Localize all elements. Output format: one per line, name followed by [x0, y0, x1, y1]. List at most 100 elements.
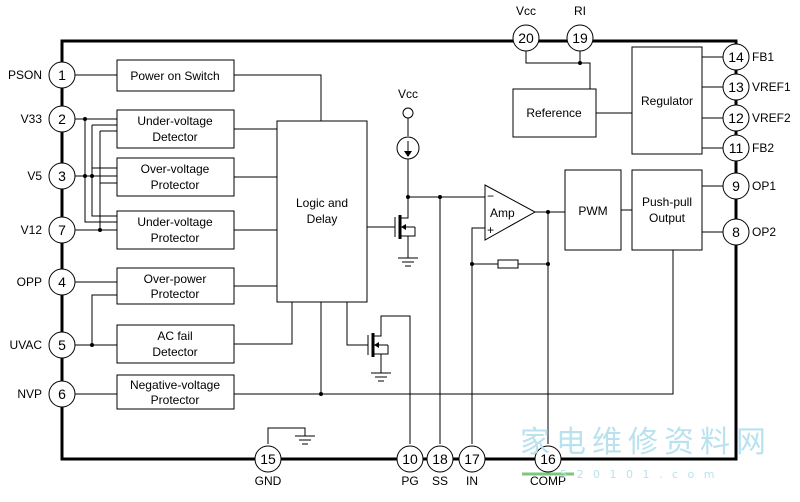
pin-circle: [566, 24, 594, 52]
pin-circle: [48, 380, 76, 408]
pin-number: 6: [58, 386, 66, 402]
negative-voltage-protector-block: Negative-voltage Protector: [116, 374, 235, 410]
pin-9: 9 OP1: [722, 172, 776, 200]
pin-number: 8: [732, 224, 740, 240]
pin-circle: [48, 216, 76, 244]
power-on-switch-label: Power on Switch: [130, 69, 219, 83]
amp-plus-label: +: [487, 223, 494, 237]
amplifier: Amp − +: [484, 184, 537, 241]
nv-protector-label-1: Negative-voltage: [130, 378, 220, 392]
pwm-label: PWM: [578, 204, 607, 218]
pin-circle: [48, 61, 76, 89]
op-protector-label-2: Protector: [151, 287, 200, 301]
pin-circle: [458, 445, 486, 473]
pin-label: OPP: [17, 275, 42, 289]
pin-number: 5: [58, 337, 66, 353]
uv-detector-label-1: Under-voltage: [137, 114, 213, 128]
amp-minus-label: −: [487, 189, 494, 203]
pin-number: 1: [58, 67, 66, 83]
nv-protector-label-2: Protector: [151, 393, 200, 407]
pin-number: 10: [402, 451, 418, 467]
pin-13: 13 VREF1: [722, 73, 791, 101]
pushpull-label-2: Output: [649, 211, 686, 225]
acfail-label-2: Detector: [152, 345, 197, 359]
pushpull-label-1: Push-pull: [642, 195, 692, 209]
pin-number: 17: [464, 451, 480, 467]
pin-label: Vcc: [516, 4, 536, 18]
logic-delay-block: Logic and Delay: [276, 120, 368, 303]
watermark-text: 家电维修资料网: [520, 425, 772, 460]
vcc-terminal: Vcc: [398, 87, 418, 119]
pin-circle: [48, 331, 76, 359]
pin-8: 8 OP2: [722, 218, 776, 246]
acfail-label-1: AC fail: [157, 329, 192, 343]
pin-number: 2: [58, 111, 66, 127]
reference-label: Reference: [526, 106, 582, 120]
pin-label: VREF1: [752, 80, 791, 94]
pin-20: 20 Vcc: [512, 4, 540, 52]
pin-12: 12 VREF2: [722, 104, 791, 132]
reference-block: Reference: [512, 88, 597, 138]
pin-label: NVP: [17, 387, 42, 401]
under-voltage-detector-block: Under-voltage Detector: [116, 109, 235, 149]
pin-label: OP1: [752, 179, 776, 193]
power-on-switch-block: Power on Switch: [116, 59, 235, 92]
op-protector-label-1: Over-power: [144, 272, 207, 286]
pin-3: 3V5: [27, 162, 76, 190]
pin-number: 14: [728, 49, 744, 65]
ov-protector-label-1: Over-voltage: [141, 162, 210, 176]
ov-protector-label-2: Protector: [151, 178, 200, 192]
pin-label: IN: [466, 474, 478, 488]
pin-circle: [722, 172, 750, 200]
push-pull-output-block: Push-pull Output: [631, 169, 703, 251]
pin-2: 2 V33: [21, 105, 76, 133]
watermark: 家电维修资料网 5 2 0 1 0 1 . c o m: [520, 425, 772, 481]
pin-label: COMP: [530, 474, 566, 488]
pin-label: VREF2: [752, 111, 791, 125]
pin-number: 16: [540, 451, 556, 467]
over-voltage-protector-block: Over-voltage Protector: [116, 157, 235, 197]
pin-number: 15: [260, 451, 276, 467]
pin-circle: [396, 445, 424, 473]
pin-label: SS: [432, 474, 448, 488]
pin-label: GND: [255, 474, 282, 488]
regulator-label: Regulator: [641, 94, 693, 108]
uv-protector-label-2: Protector: [151, 231, 200, 245]
over-power-protector-block: Over-power Protector: [116, 267, 235, 305]
pin-circle: [48, 162, 76, 190]
logic-label-2: Delay: [307, 212, 338, 226]
pin-label: V33: [21, 112, 43, 126]
pin-circle: [722, 43, 750, 71]
watermark-url: 5 2 0 1 0 1 . c o m: [560, 468, 717, 481]
pins: 1PSON2V333V57V124OPP5UVAC6NVP15GND10PG18…: [8, 4, 791, 488]
pin-label: PG: [401, 474, 418, 488]
pin-number: 20: [518, 30, 534, 46]
pin-number: 11: [729, 140, 744, 156]
uv-protector-label-1: Under-voltage: [137, 215, 213, 229]
pin-number: 9: [732, 178, 740, 194]
pin-circle: [722, 104, 750, 132]
pwm-block: PWM: [564, 169, 622, 251]
pin-14: 14 FB1: [722, 43, 774, 71]
ac-fail-detector-block: AC fail Detector: [116, 324, 235, 364]
pin-label: V12: [21, 223, 43, 237]
pin-number: 12: [728, 110, 744, 126]
junctions: [83, 61, 582, 396]
pin-circle: [426, 445, 454, 473]
pin-11: 11 FB2: [722, 134, 774, 162]
pin-label: V5: [27, 169, 42, 183]
pin-number: 13: [728, 79, 744, 95]
under-voltage-protector-block: Under-voltage Protector: [116, 210, 235, 250]
regulator-block: Regulator: [631, 46, 703, 155]
pin-label: FB2: [752, 141, 774, 155]
pin-label: OP2: [752, 225, 776, 239]
pin-label: FB1: [752, 50, 774, 64]
